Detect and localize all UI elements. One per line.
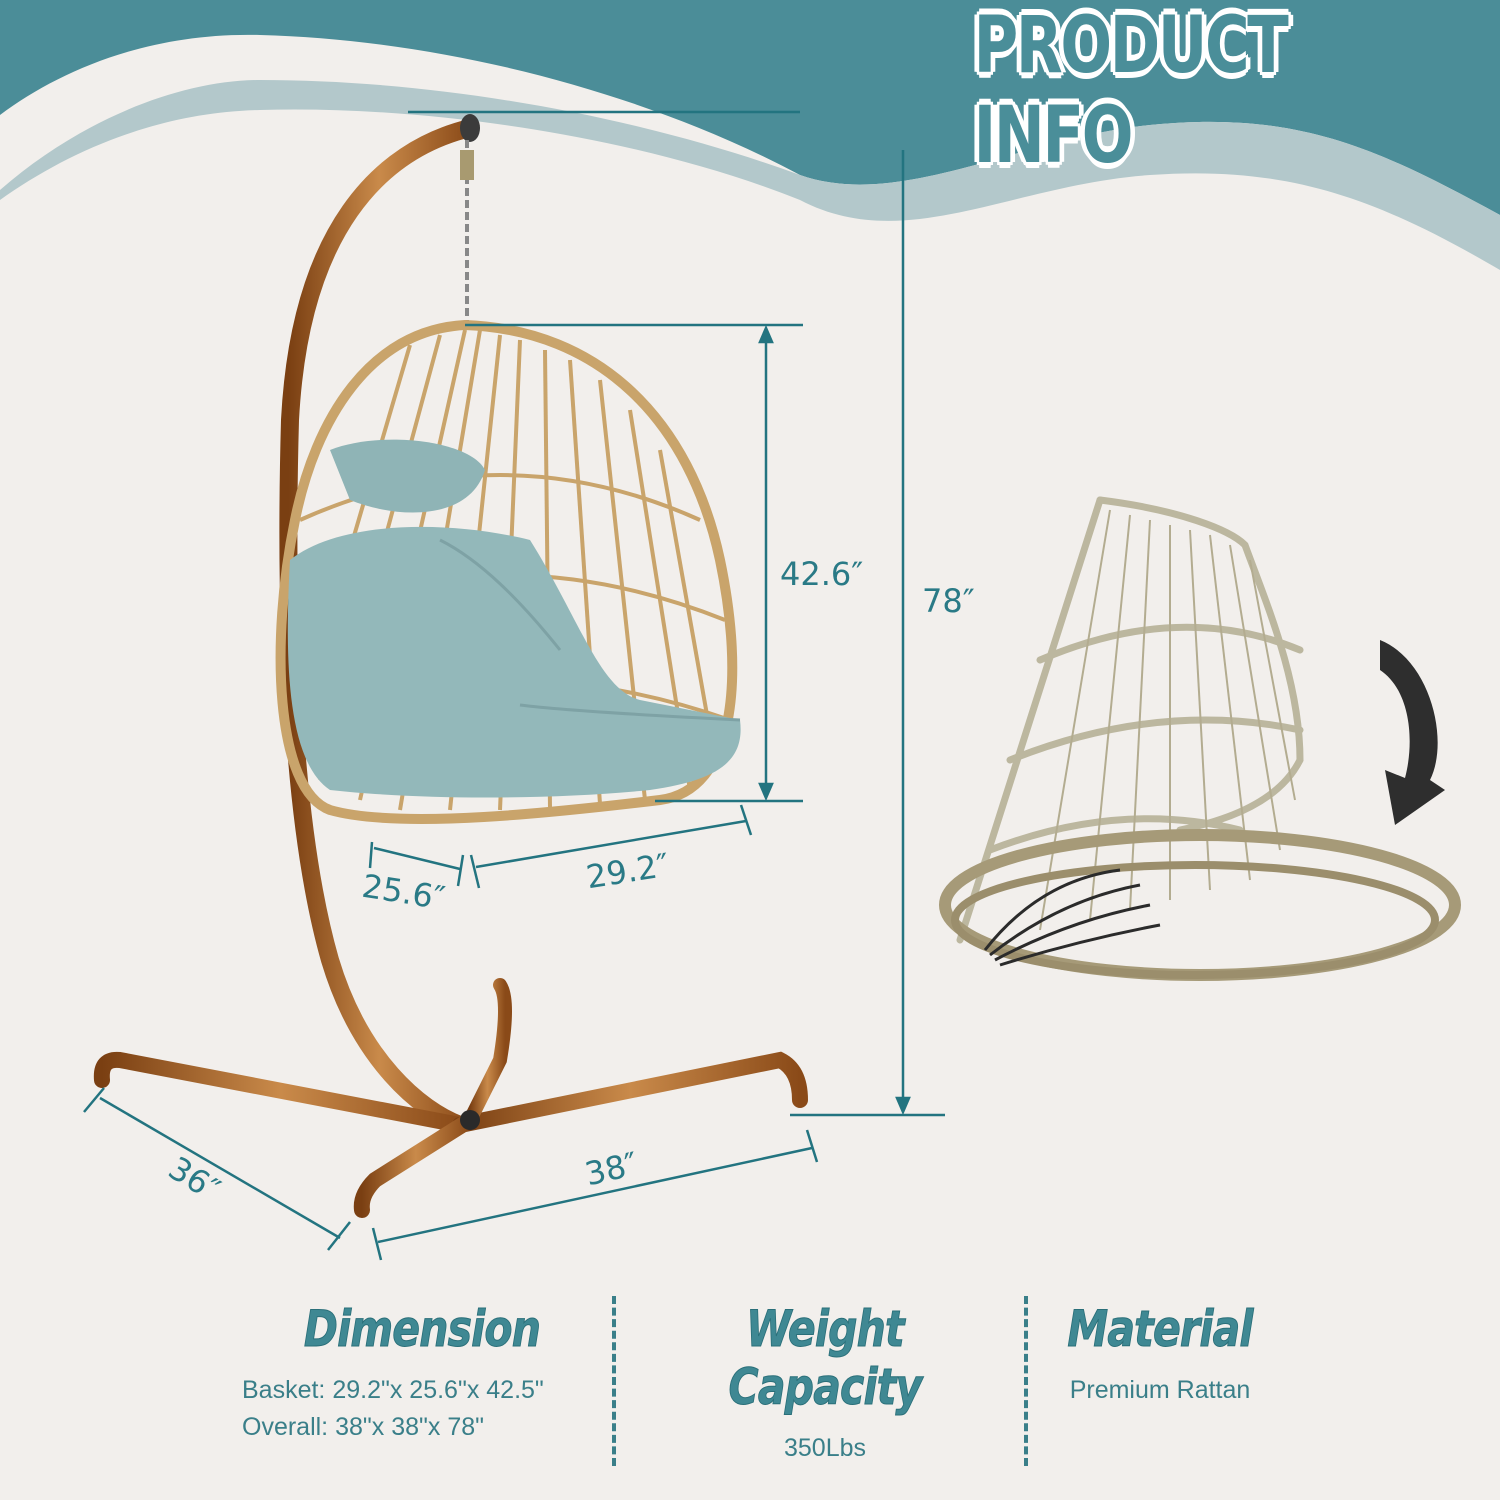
weight-info: Weight Capacity 350Lbs — [630, 1300, 1020, 1467]
weight-value: 350Lbs — [783, 1434, 867, 1462]
dimension-info: Dimension Basket: 29.2"x 25.6"x 42.5" Ov… — [232, 1300, 612, 1446]
overall-height-label: 78″ — [922, 582, 975, 620]
dimension-heading: Dimension — [303, 1300, 541, 1359]
material-value: Premium Rattan — [1069, 1376, 1251, 1404]
divider — [1024, 1296, 1028, 1466]
curved-arrow-down-icon — [1380, 640, 1445, 825]
dimension-basket: Basket: 29.2"x 25.6"x 42.5" — [242, 1376, 544, 1404]
divider — [612, 1296, 616, 1466]
material-heading: Material — [1067, 1300, 1254, 1359]
basket-height-label: 42.6″ — [780, 555, 864, 593]
weight-heading: Weight Capacity — [728, 1300, 923, 1417]
dimension-overall: Overall: 38"x 38"x 78" — [242, 1413, 485, 1441]
page-title: PRODUCT INFO — [972, 0, 1290, 183]
material-info: Material Premium Rattan — [1040, 1300, 1280, 1409]
